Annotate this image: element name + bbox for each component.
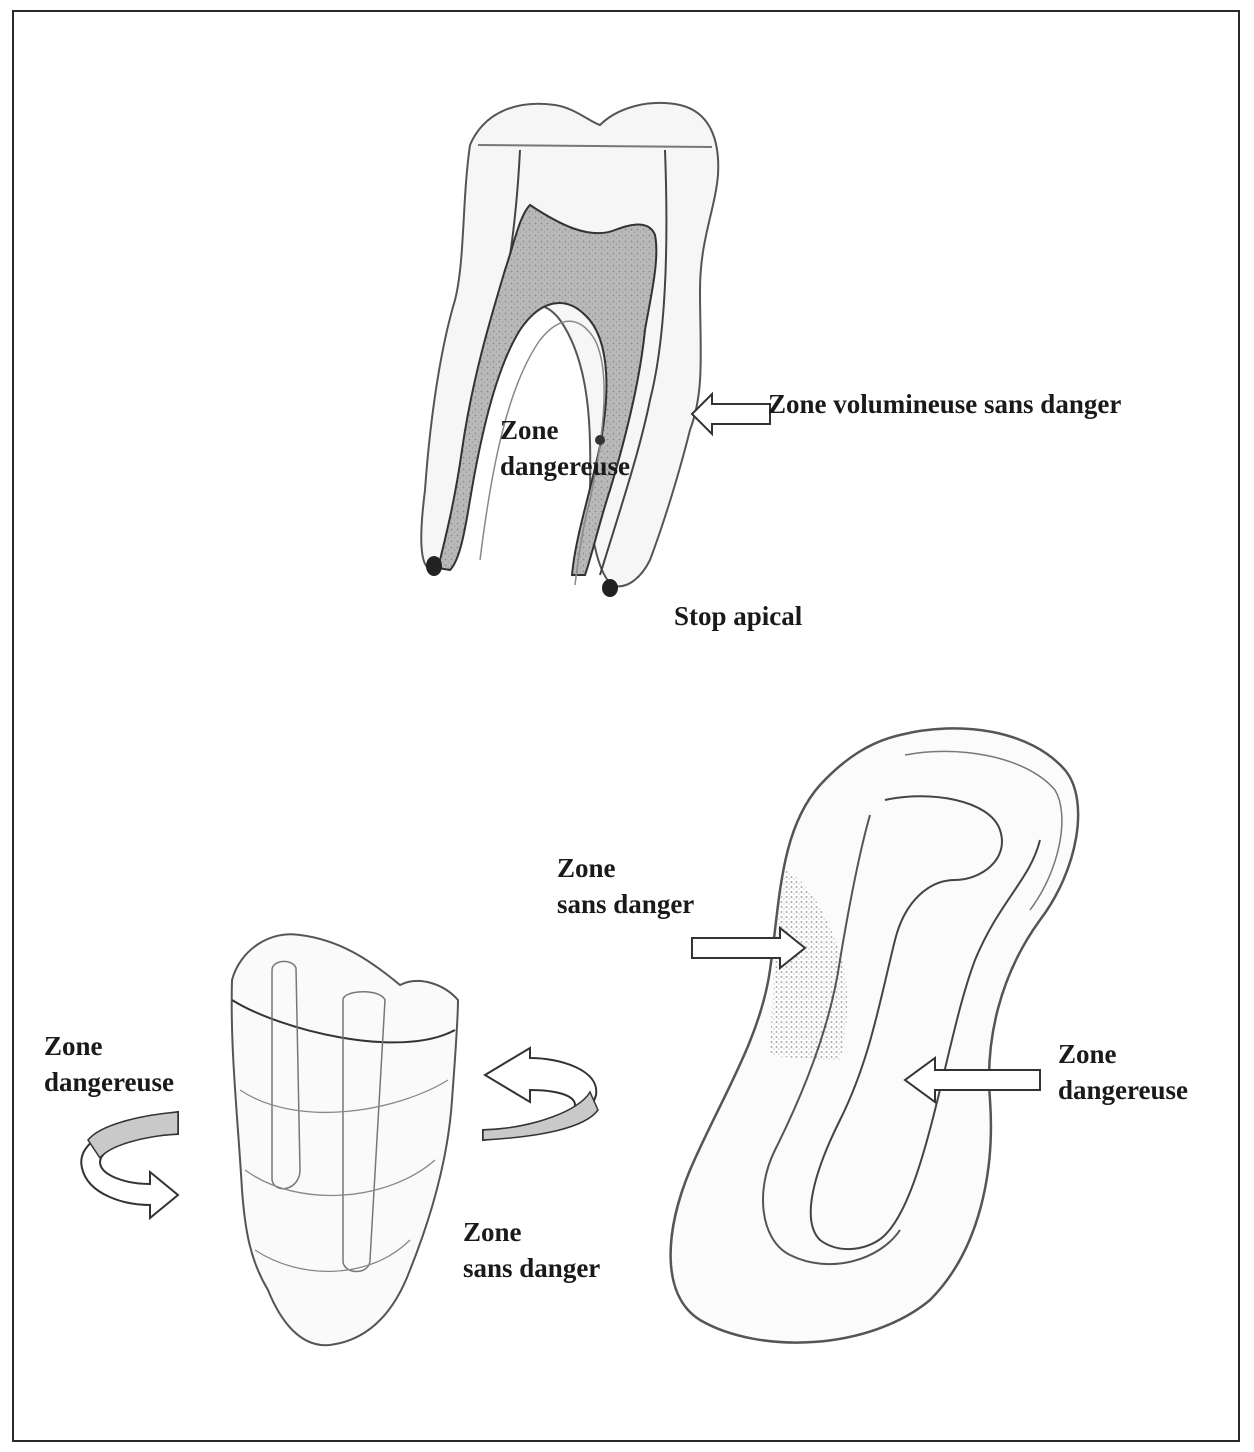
s-section-diagram — [671, 728, 1079, 1342]
label-danger-zone-top-line1: Zone — [500, 412, 559, 449]
label-danger-zone-top-line2: dangereuse — [500, 448, 630, 485]
danger-marker — [595, 435, 605, 445]
label-danger-zone-left-line2: dangereuse — [44, 1064, 174, 1101]
label-danger-zone-right-line1: Zone — [1058, 1036, 1117, 1073]
tooth-section-diagram — [421, 103, 770, 597]
rotation-arrow-left — [81, 1112, 178, 1218]
rotation-arrow-right — [483, 1048, 598, 1140]
apical-stop-left — [426, 556, 442, 576]
label-safe-zone-left-line2: sans danger — [463, 1250, 600, 1287]
label-safe-zone-left-line1: Zone — [463, 1214, 522, 1251]
label-safe-zone-right-line2: sans danger — [557, 886, 694, 923]
label-safe-zone-right-line1: Zone — [557, 850, 616, 887]
label-apical-stop: Stop apical — [674, 598, 802, 635]
s-section-outer — [671, 728, 1079, 1342]
apical-stop-right — [602, 579, 618, 597]
label-danger-zone-right-line2: dangereuse — [1058, 1072, 1188, 1109]
label-safe-volume-zone: Zone volumineuse sans danger — [768, 386, 1121, 423]
label-danger-zone-left-line1: Zone — [44, 1028, 103, 1065]
safe-zone-arrow — [692, 394, 770, 434]
safe-zone-arrow-right — [692, 928, 805, 968]
